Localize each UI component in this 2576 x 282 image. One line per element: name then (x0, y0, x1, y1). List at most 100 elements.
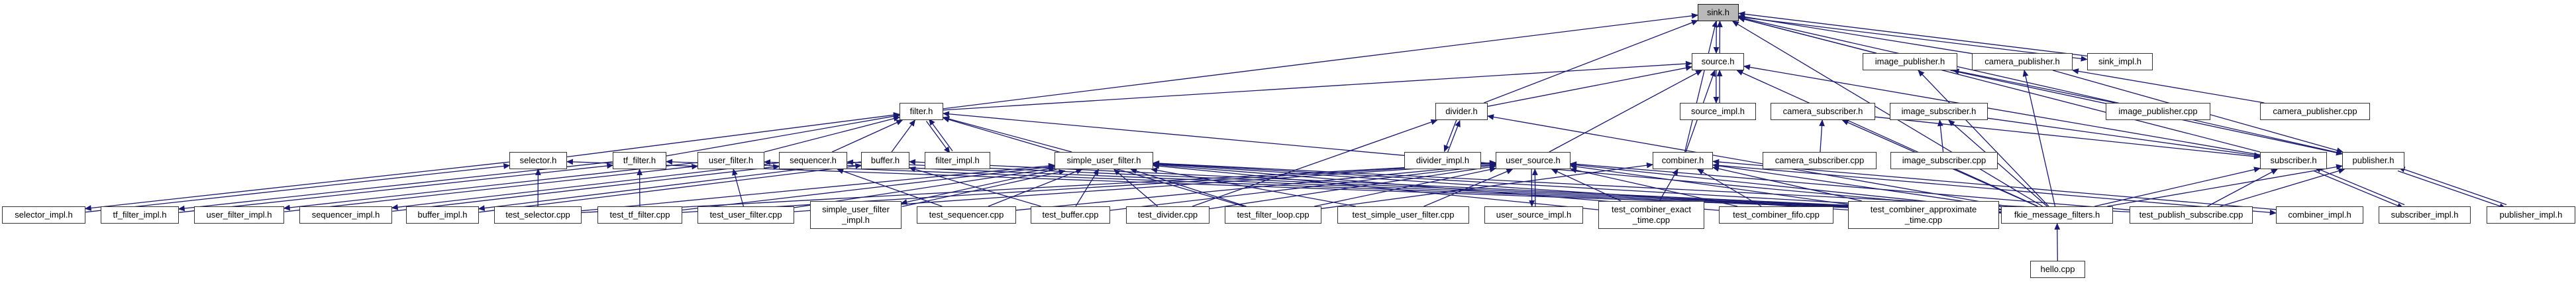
edge-divider_impl_h-to-divider_h (1447, 119, 1461, 153)
node-tf-filter-impl-h[interactable]: tf_filter_impl.h (101, 206, 179, 224)
edge-user_source_h-to-source_h (1549, 70, 1703, 153)
node-test-simple-user-filter-cpp[interactable]: test_simple_user_filter.cpp (1337, 206, 1469, 224)
node-label: user_source_impl.h (1496, 210, 1572, 220)
node-camera-subscriber-h[interactable]: camera_subscriber.h (1771, 103, 1875, 120)
node-label: test_publish_subscribe.cpp (2139, 210, 2243, 220)
node-label: simple_user_filter _impl.h (822, 204, 890, 225)
edge-selector_h-to-selector_impl_h (84, 161, 509, 211)
edge-buffer_h-to-filter_h (891, 119, 916, 153)
node-sequencer-h[interactable]: sequencer.h (779, 152, 847, 169)
node-test-combiner-fifo-cpp[interactable]: test_combiner_fifo.cpp (1719, 206, 1833, 224)
edge-combiner_h-to-sink_h (1684, 20, 1718, 153)
node-sequencer-impl-h[interactable]: sequencer_impl.h (299, 206, 392, 224)
node-publisher-impl-h[interactable]: publisher_impl.h (2487, 206, 2575, 224)
edge-camera_subscriber_cpp-to-camera_subscriber_h (1819, 119, 1825, 153)
edge-image_subscriber_h-to-subscriber_h (1987, 117, 2261, 159)
edge-camera_publisher_cpp-to-camera_publisher_h (2071, 68, 2265, 104)
node-selector-h[interactable]: selector.h (509, 152, 567, 169)
node-image-subscriber-h[interactable]: image_subscriber.h (1890, 103, 1988, 120)
node-user-filter-h[interactable]: user_filter.h (697, 152, 764, 169)
node-label: subscriber_impl.h (2391, 210, 2459, 220)
node-image-publisher-h[interactable]: image_publisher.h (1863, 53, 1957, 70)
node-test-publish-subscribe-cpp[interactable]: test_publish_subscribe.cpp (2130, 206, 2253, 224)
edge-sink_h-to-sink_impl_h (1738, 16, 2088, 62)
node-test-divider-cpp[interactable]: test_divider.cpp (1126, 206, 1210, 224)
edge-combiner_h-to-combiner_impl_h (1712, 164, 2277, 216)
edge-test_publish_subscribe_cpp-to-publisher_h (2220, 168, 2345, 207)
node-fkie-message-filters-h[interactable]: fkie_message_filters.h (2001, 206, 2113, 224)
node-label: user_source.h (1506, 155, 1561, 166)
node-test-user-filter-cpp[interactable]: test_user_filter.cpp (697, 206, 794, 224)
node-label: publisher_impl.h (2499, 210, 2563, 220)
edge-test_user_filter_cpp-to-user_source_h (794, 161, 1497, 212)
node-buffer-h[interactable]: buffer.h (861, 152, 909, 169)
node-user-filter-impl-h[interactable]: user_filter_impl.h (194, 206, 284, 224)
edge-test_buffer_cpp-to-buffer_h (909, 167, 1041, 207)
node-combiner-impl-h[interactable]: combiner_impl.h (2276, 206, 2363, 224)
node-label: test_selector.cpp (505, 210, 570, 220)
node-sink-impl-h[interactable]: sink_impl.h (2087, 53, 2153, 70)
edge-fkie_message_filters_h-to-user_filter_h (763, 159, 2002, 214)
node-label: buffer.h (870, 155, 900, 166)
node-label: selector_impl.h (15, 210, 73, 220)
edge-image_subscriber_cpp-to-image_subscriber_h (1937, 119, 1944, 153)
node-source-impl-h[interactable]: source_impl.h (1680, 103, 1756, 120)
node-label: camera_publisher.cpp (2273, 106, 2357, 117)
node-sink-h[interactable]: sink.h (1698, 4, 1739, 21)
node-label: sink_impl.h (2098, 56, 2142, 67)
edge-test_combiner_approximate_time_cpp-to-user_source_h (1569, 163, 1849, 205)
node-camera-publisher-cpp[interactable]: camera_publisher.cpp (2260, 103, 2370, 120)
node-combiner-h[interactable]: combiner.h (1653, 152, 1713, 169)
node-label: test_filter_loop.cpp (1237, 210, 1310, 220)
edge-test_publish_subscribe_cpp-to-user_source_h (1569, 161, 2130, 210)
edge-test_publish_subscribe_cpp-to-subscriber_h (2207, 169, 2278, 207)
node-test-sequencer-cpp[interactable]: test_sequencer.cpp (917, 206, 1016, 224)
edge-lines (84, 11, 2507, 261)
node-image-publisher-cpp[interactable]: image_publisher.cpp (2106, 103, 2210, 120)
node-subscriber-h[interactable]: subscriber.h (2260, 152, 2327, 169)
node-filter-impl-h[interactable]: filter_impl.h (925, 152, 990, 169)
node-test-selector-cpp[interactable]: test_selector.cpp (494, 206, 582, 224)
node-label: combiner_impl.h (2288, 210, 2351, 220)
edge-test_divider_cpp-to-divider_h (1192, 119, 1438, 207)
node-buffer-impl-h[interactable]: buffer_impl.h (406, 206, 479, 224)
node-camera-subscriber-cpp[interactable]: camera_subscriber.cpp (1763, 152, 1877, 169)
node-user-source-h[interactable]: user_source.h (1496, 152, 1571, 169)
edge-tf_filter_h-to-filter_h (666, 113, 901, 157)
node-divider-impl-h[interactable]: divider_impl.h (1404, 152, 1481, 169)
node-test-combiner-approximate-time-cpp[interactable]: test_combiner_approximate _time.cpp (1848, 201, 1999, 229)
node-user-source-impl-h[interactable]: user_source_impl.h (1484, 206, 1583, 224)
node-selector-impl-h[interactable]: selector_impl.h (2, 206, 85, 224)
edge-test_filter_loop_cpp-to-simple_user_filter_h (1130, 168, 1247, 207)
node-camera-publisher-h[interactable]: camera_publisher.h (1972, 53, 2073, 70)
edge-tf_filter_impl_h-to-tf_filter_h (179, 163, 614, 213)
node-source-h[interactable]: source.h (1692, 53, 1744, 70)
edge-divider_h-to-source_h (1487, 65, 1693, 107)
edge-test_combiner_exact_time_cpp-to-user_source_h (1551, 169, 1622, 202)
node-test-tf-filter-cpp[interactable]: test_tf_filter.cpp (597, 206, 682, 224)
edge-selector_impl_h-to-selector_h (85, 163, 511, 213)
node-subscriber-impl-h[interactable]: subscriber_impl.h (2379, 206, 2471, 224)
node-test-combiner-exact-time-cpp[interactable]: test_combiner_exact _time.cpp (1598, 201, 1704, 229)
node-simple-user-filter-h[interactable]: simple_user_filter.h (1055, 152, 1153, 169)
node-test-filter-loop-cpp[interactable]: test_filter_loop.cpp (1225, 206, 1321, 224)
edge-filter_h-to-sink_h (943, 13, 1699, 109)
node-divider-h[interactable]: divider.h (1435, 103, 1488, 120)
edge-fkie_message_filters_h-to-sink_h (1731, 21, 2043, 207)
node-test-buffer-cpp[interactable]: test_buffer.cpp (1031, 206, 1110, 224)
node-label: divider_impl.h (1416, 155, 1470, 166)
edge-hello_cpp-to-fkie_message_filters_h (2054, 222, 2061, 261)
node-filter-h[interactable]: filter.h (900, 103, 943, 120)
node-simple-user-filter-impl-h[interactable]: simple_user_filter _impl.h (810, 201, 902, 229)
node-tf-filter-h[interactable]: tf_filter.h (613, 152, 666, 169)
edge-test_filter_loop_cpp-to-user_source_h (1314, 167, 1497, 207)
edge-fkie_message_filters_h-to-sequencer_h (846, 159, 2002, 213)
edge-test_sequencer_cpp-to-sequencer_h (837, 168, 943, 207)
edge-image_publisher_cpp-to-image_publisher_h (1952, 68, 2116, 104)
node-publisher-h[interactable]: publisher.h (2342, 152, 2404, 169)
edge-test_sequencer_cpp-to-user_source_h (1015, 161, 1497, 211)
node-hello-cpp[interactable]: hello.cpp (2030, 261, 2085, 278)
node-image-subscriber-cpp[interactable]: image_subscriber.cpp (1890, 152, 1998, 169)
